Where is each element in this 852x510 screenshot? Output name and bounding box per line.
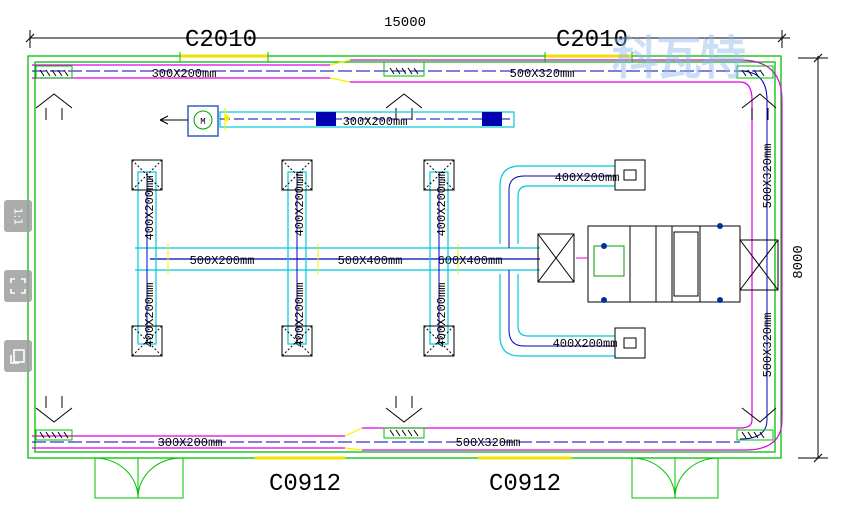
- duct-label-main-3: 600X400mm: [438, 254, 503, 268]
- duct-label-main-1: 500X200mm: [190, 254, 255, 268]
- duct-label-top-right: 500X320mm: [510, 67, 575, 81]
- window-label-top-right: C2010: [556, 27, 628, 54]
- duct-label-bottom-right: 500X320mm: [456, 436, 521, 450]
- watermark: 科瓦特: [612, 31, 746, 85]
- duct-label-main-2: 500X400mm: [338, 254, 403, 268]
- fan-symbol-label: M: [200, 117, 205, 127]
- duct-label-loop-top: 400X200mm: [555, 171, 620, 185]
- dimension-right: [798, 53, 828, 463]
- perimeter-grilles: [35, 61, 774, 441]
- duct-label-branch-1: 400X200mm: [143, 176, 157, 241]
- door-right: [631, 457, 719, 499]
- fan-unit: [159, 105, 230, 137]
- dimension-height-label: 8000: [791, 245, 807, 279]
- top-branch-duct: [219, 108, 515, 130]
- export-icon: [10, 349, 25, 364]
- dimension-top: [25, 30, 790, 48]
- duct-label-branch-5: 400X200mm: [293, 283, 307, 348]
- grille-hatch: [39, 67, 765, 439]
- duct-label-branch-2: 400X200mm: [293, 172, 307, 237]
- duct-label-bottom-left: 300X200mm: [158, 436, 223, 450]
- window-top-left: [179, 52, 269, 62]
- duct-label-top-left: 300X200mm: [152, 67, 217, 81]
- perimeter-duct: [32, 59, 783, 451]
- duct-label-loop-bottom: 400X200mm: [553, 337, 618, 351]
- window-label-bottom-left: C0912: [269, 471, 341, 498]
- window-label-top-left: C2010: [185, 27, 257, 54]
- door-left: [94, 457, 184, 499]
- fullscreen-button[interactable]: [4, 270, 32, 302]
- duct-label-branch-4: 400X200mm: [143, 283, 157, 348]
- loop-duct: [499, 159, 646, 359]
- diffusers: [131, 159, 455, 357]
- fit-button[interactable]: 1:1: [4, 200, 32, 232]
- ahu-connectors: [601, 223, 723, 303]
- duct-label-right-lower: 500X320mm: [761, 313, 775, 378]
- fullscreen-icon: [10, 278, 26, 294]
- duct-label-right-upper: 500X320mm: [761, 144, 775, 209]
- duct-label-branch-6: 400X200mm: [435, 283, 449, 348]
- dimension-width-label: 15000: [384, 15, 426, 31]
- airflow-arrows: [35, 93, 777, 423]
- fit-label: 1:1: [11, 207, 25, 225]
- duct-label-branch-3: 400X200mm: [435, 172, 449, 237]
- window-label-bottom-right: C0912: [489, 471, 561, 498]
- duct-label-top-branch: 300X200mm: [343, 115, 408, 129]
- main-trunk-duct: [135, 244, 540, 274]
- air-handling-unit: [537, 225, 779, 303]
- export-button[interactable]: [4, 340, 32, 372]
- branch-ducts: [137, 171, 449, 345]
